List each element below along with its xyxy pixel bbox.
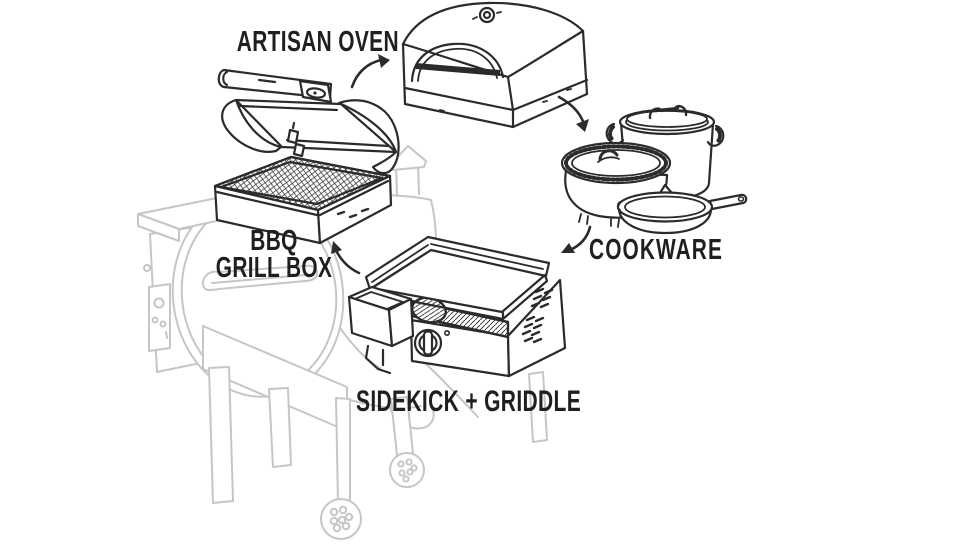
- grill-control-panel: [148, 283, 171, 352]
- cast-iron-skillet: [616, 183, 748, 235]
- sidekick-burner-box: [409, 278, 567, 378]
- label-bbq-grill-box: BBQ GRILL BOX: [195, 225, 353, 284]
- sidekick-control-knob: [413, 328, 450, 358]
- grill-legs: [208, 366, 548, 504]
- curved-arrow-to-oven-icon: [350, 54, 390, 89]
- cookware-illustration: [560, 104, 748, 235]
- griddle-plate: [364, 235, 551, 321]
- flow-arrows: [331, 54, 592, 275]
- curved-arrow-cookware-to-griddle-icon: [561, 225, 592, 253]
- sidekick-mount-bracket: [347, 285, 415, 375]
- label-bbq-line2: GRILL BOX: [215, 252, 333, 284]
- oven-temperature-gauge: [472, 6, 502, 24]
- grill-box-lid: [221, 98, 400, 175]
- oven-mouth-arch: [410, 42, 505, 83]
- label-artisan-oven: ARTISAN OVEN: [236, 26, 399, 58]
- label-sidekick-griddle: SIDEKICK + GRIDDLE: [356, 385, 582, 418]
- grill-box-hinge: [286, 121, 306, 158]
- curved-arrow-oven-to-cookware-icon: [557, 95, 589, 132]
- curved-arrow-griddle-to-grillbox-icon: [331, 241, 361, 275]
- bbq-grill-box-illustration: [213, 68, 400, 245]
- grill-box-handle: [217, 68, 333, 104]
- grill-lid-handle: [201, 264, 318, 291]
- grill-box-base: [213, 174, 393, 245]
- label-cookware: COOKWARE: [589, 234, 723, 266]
- grill-wheels: [320, 452, 425, 540]
- pellet-grill-illustration: [137, 145, 548, 540]
- sidekick-griddle-illustration: [347, 235, 567, 378]
- label-bbq-line1: BBQ: [250, 225, 298, 257]
- artisan-oven-illustration: [401, 1, 589, 129]
